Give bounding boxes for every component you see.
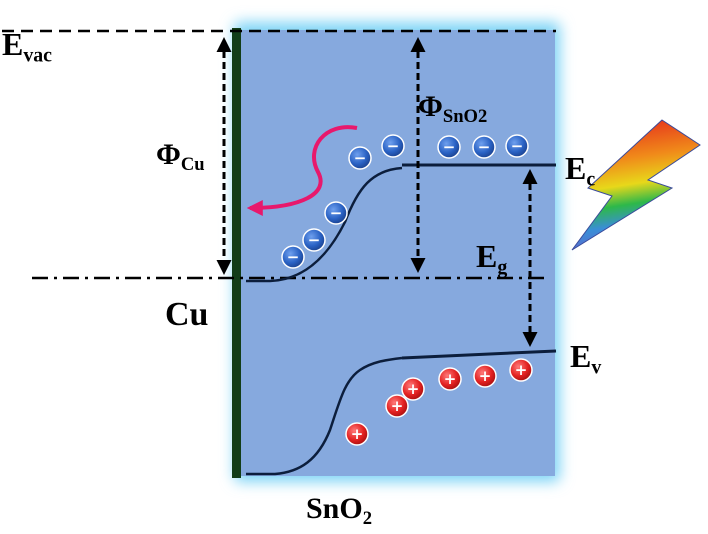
conduction-band-bent [246,166,403,283]
lightning-bolt-icon [571,119,701,251]
band-gap-label: Eg [476,238,508,279]
hole: + [385,394,409,418]
valence-band-label: Ev [570,338,602,379]
svg-text:−: − [443,138,456,156]
svg-text:+: + [391,397,404,415]
svg-text:+: + [444,370,457,388]
svg-text:+: + [479,367,492,385]
conduction-band-label: Ec [565,150,596,191]
cu-contact [232,28,241,478]
svg-text:+: + [407,380,420,398]
cu-work-function-label: ΦCu [156,138,205,175]
electron: − [437,135,461,159]
electron: − [472,135,496,159]
electron-transfer-arrow [246,125,358,216]
hole: + [345,422,369,446]
sno2-label: SnO2 [306,492,373,529]
svg-text:−: − [308,231,321,249]
valence-band-flat [401,349,557,360]
electron: − [302,228,326,252]
hole: + [473,364,497,388]
svg-text:−: − [354,149,367,167]
svg-text:−: − [387,137,400,155]
hole: + [401,377,425,401]
svg-text:+: + [515,361,528,379]
hole: + [438,367,462,391]
electrons-group: −−−−−−−− [281,134,529,269]
svg-text:−: − [287,248,300,266]
vacuum-level-label: Evac [2,26,52,67]
electron: − [281,245,305,269]
electron: − [348,146,372,170]
cu-label: Cu [165,296,209,333]
svg-text:−: − [330,204,343,222]
sno2-work-function-label: ΦSnO2 [418,90,488,127]
electron: − [505,134,529,158]
holes-group: ++++++ [345,358,533,446]
svg-text:−: − [478,138,491,156]
svg-text:−: − [511,137,524,155]
electron: − [381,134,405,158]
electron: − [324,201,348,225]
svg-text:+: + [351,425,364,443]
hole: + [509,358,533,382]
valence-band-bent [246,356,403,476]
